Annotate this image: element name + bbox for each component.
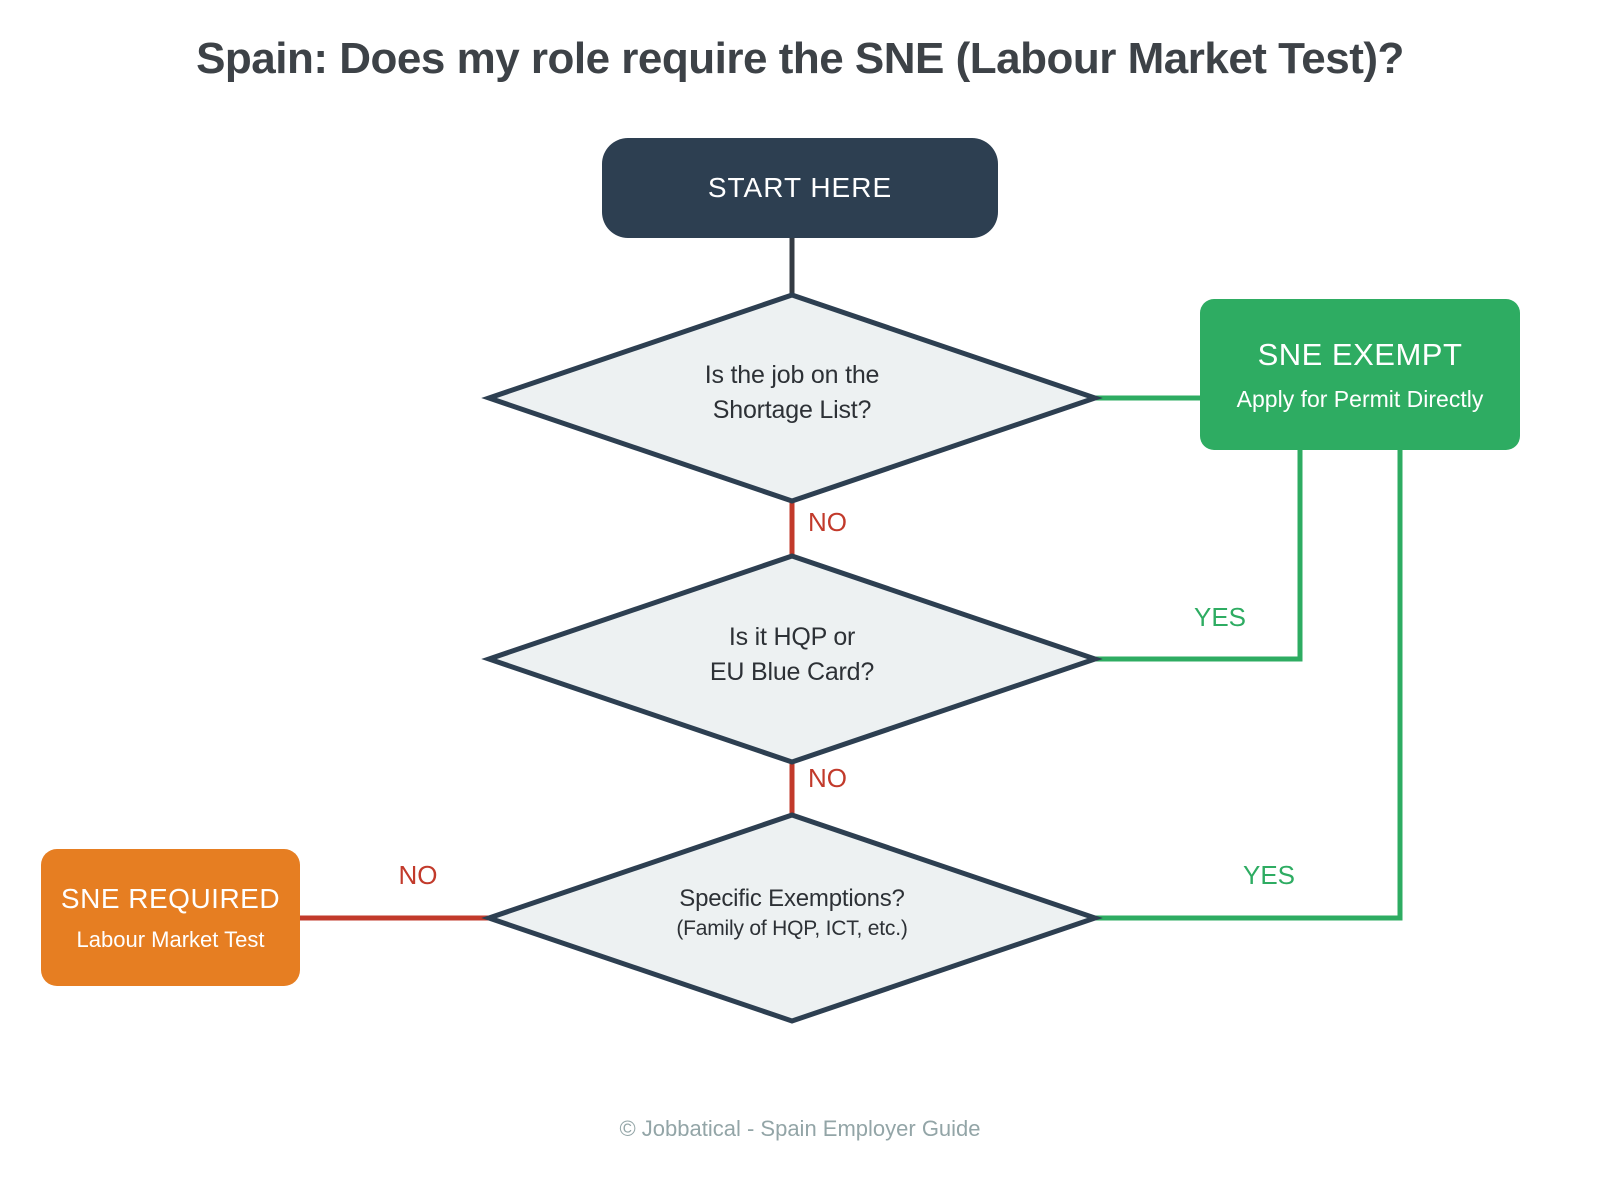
decision-shortage-line1: Is the job on the xyxy=(704,361,880,389)
decision-hqp-bluecard-label: Is it HQP or EU Blue Card? xyxy=(582,620,1002,689)
sne-exempt-title: SNE EXEMPT xyxy=(1257,336,1463,372)
decision-shortage-label: Is the job on the Shortage List? xyxy=(582,358,1002,427)
decision-exemptions-line2: (Family of HQP, ICT, etc.) xyxy=(676,917,908,941)
connector-hqp-to-exempt xyxy=(1095,445,1303,662)
decision-exemptions-line1: Specific Exemptions? xyxy=(679,885,905,912)
outcome-sne-required: SNE REQUIRED Labour Market Test xyxy=(41,849,300,986)
decision-shortage-shape xyxy=(481,292,1103,504)
sne-required-title: SNE REQUIRED xyxy=(60,882,281,914)
edge-label-hqp-yes: YES xyxy=(1193,602,1247,632)
sne-required-subtitle: Labour Market Test xyxy=(76,926,265,952)
connector-exemptions-to-exempt xyxy=(1095,445,1403,921)
start-node: START HERE xyxy=(602,138,998,238)
start-node-label: START HERE xyxy=(707,172,893,203)
edge-label-exemptions-no: NO xyxy=(398,860,438,890)
decision-specific-exemptions-shape xyxy=(481,812,1103,1024)
page-title: Spain: Does my role require the SNE (Lab… xyxy=(196,34,1404,83)
footer-credit: © Jobbatical - Spain Employer Guide xyxy=(619,1116,981,1141)
decision-shortage-line2: Shortage List? xyxy=(712,395,872,424)
edge-label-hqp-no: NO xyxy=(808,763,847,793)
decision-hqp-line2: EU Blue Card? xyxy=(709,657,875,686)
outcome-sne-exempt: SNE EXEMPT Apply for Permit Directly xyxy=(1200,299,1520,450)
edge-label-shortage-no: NO xyxy=(808,507,847,537)
decision-specific-exemptions-label: Specific Exemptions? (Family of HQP, ICT… xyxy=(582,882,1002,944)
sne-exempt-subtitle: Apply for Permit Directly xyxy=(1236,385,1484,412)
decision-hqp-bluecard-shape xyxy=(481,553,1103,765)
decision-hqp-line1: Is it HQP or xyxy=(728,623,856,651)
edge-label-exemptions-yes: YES xyxy=(1242,860,1296,890)
